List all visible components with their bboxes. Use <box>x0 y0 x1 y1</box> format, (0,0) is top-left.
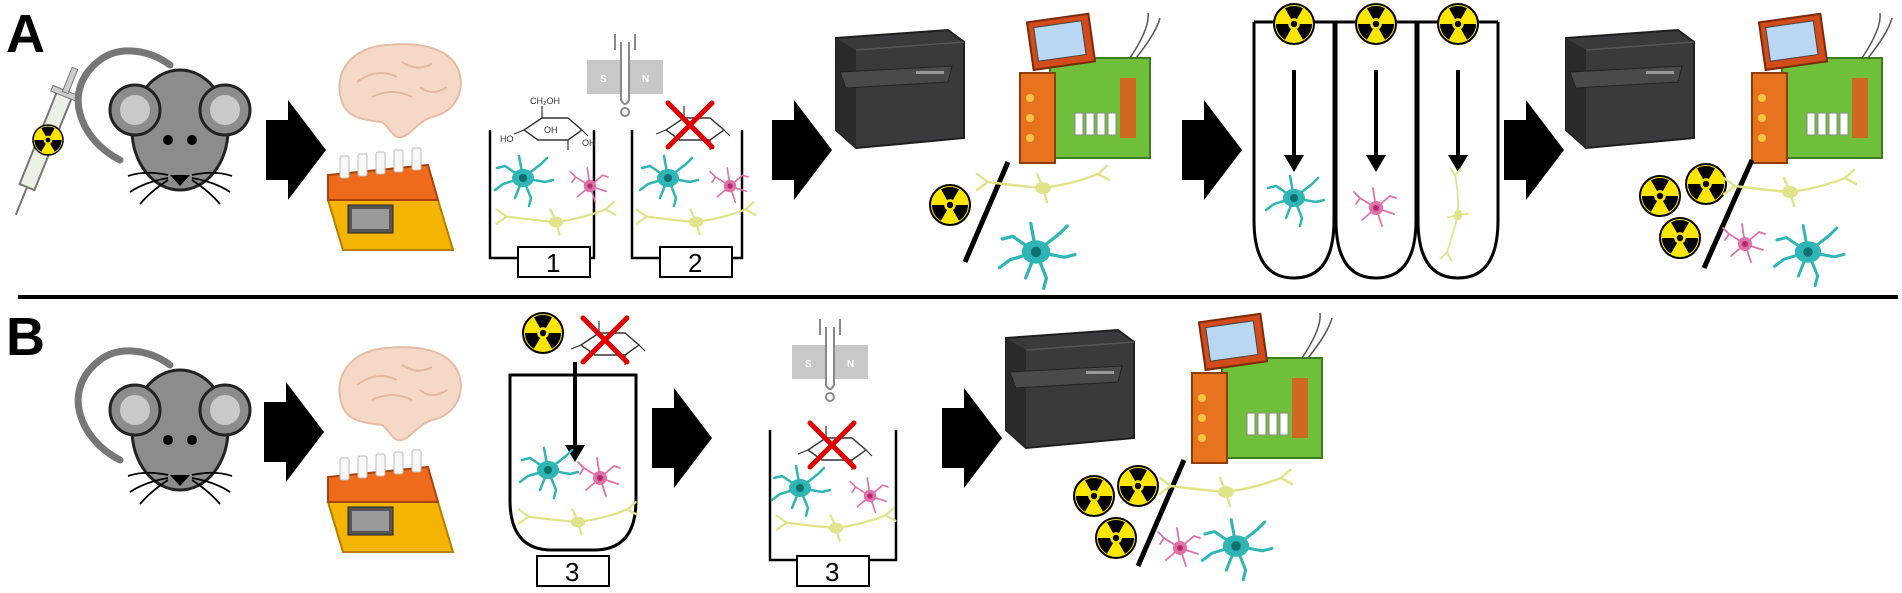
sample-box-3: 3 <box>768 423 898 587</box>
teal-cell-icon <box>518 446 580 500</box>
radiation-icon <box>1354 3 1398 45</box>
box-label-2: 2 <box>688 248 702 278</box>
panel-letter-a: A <box>6 4 45 64</box>
sorter-icon <box>1019 12 1161 164</box>
teal-cell-icon <box>1264 174 1326 228</box>
divider-slash <box>1135 459 1187 567</box>
sample-box-2: 2 <box>630 103 757 278</box>
sorter-icon <box>1191 312 1333 464</box>
glucose-label: OH <box>582 138 596 148</box>
incubator-icon <box>327 147 454 251</box>
box-label-3b: 3 <box>825 557 839 587</box>
magnet-north-label: N <box>847 359 854 370</box>
mouse-icon <box>78 351 250 504</box>
glucose-molecule: CH₂OH HO OH OH <box>500 96 596 151</box>
sequencer-icon <box>1005 329 1135 449</box>
sample-tube-3: 3 <box>508 312 646 587</box>
incubator-icon <box>327 449 454 553</box>
magnet-south-label: S <box>600 74 607 85</box>
arrow-icon <box>772 100 832 200</box>
yellow-cell-icon <box>975 164 1111 204</box>
arrow-icon <box>652 388 712 488</box>
radiation-icon <box>521 312 565 354</box>
magnet-south-label: S <box>805 359 812 370</box>
radiation-icon <box>1094 517 1138 559</box>
pink-cell-icon <box>849 477 889 514</box>
magnet-icon: S N <box>791 318 869 402</box>
radiation-icon <box>1272 3 1316 45</box>
sequencer-icon <box>835 29 965 149</box>
arrow-icon <box>264 382 324 482</box>
box-label-1: 1 <box>546 248 560 278</box>
magnet-icon: S N <box>586 33 664 117</box>
divider-slash <box>962 161 1011 263</box>
arrow-icon <box>1182 100 1242 200</box>
radiation-icon <box>1684 163 1728 205</box>
divider-slash <box>1701 158 1755 270</box>
glucose-label: OH <box>544 125 558 135</box>
teal-cell-icon <box>1772 224 1846 288</box>
magnet-north-label: N <box>642 74 649 85</box>
teal-cell-icon <box>770 464 832 518</box>
sequencer-icon <box>1565 29 1695 149</box>
glucose-label: HO <box>500 134 514 144</box>
arrow-icon <box>266 100 326 200</box>
glucose-label: CH₂OH <box>530 96 560 106</box>
mouse-icon <box>78 51 250 204</box>
panel-letter-b: B <box>6 307 45 367</box>
teal-cell-icon <box>638 154 700 208</box>
radiation-icon <box>928 184 972 226</box>
box-label-3: 3 <box>565 557 579 587</box>
yellow-cell-icon <box>517 501 639 536</box>
pink-cell-icon <box>1157 527 1201 567</box>
teal-cell-icon <box>493 154 555 208</box>
sample-box-1: 1 CH₂OH HO OH OH <box>488 96 617 278</box>
pink-cell-icon <box>569 167 609 204</box>
brain-icon <box>338 43 462 139</box>
yellow-cell-icon <box>1433 165 1477 264</box>
radiation-icon <box>1072 475 1116 517</box>
teal-cell-icon <box>997 221 1077 291</box>
arrow-icon <box>942 388 1002 488</box>
pink-cell-icon <box>1722 223 1766 263</box>
radiation-icon <box>1638 175 1682 217</box>
pink-cell-icon <box>577 457 621 497</box>
yellow-cell-icon <box>495 201 617 236</box>
yellow-cell-icon <box>635 201 757 236</box>
sorter-icon <box>1751 12 1893 164</box>
teal-cell-icon <box>1200 518 1274 582</box>
radiation-icon <box>1116 465 1160 507</box>
brain-icon <box>338 346 462 442</box>
pink-cell-icon <box>1353 187 1397 227</box>
radiation-icon <box>1436 3 1480 45</box>
arrow-icon <box>1504 100 1564 200</box>
radiation-icon <box>32 124 64 156</box>
radiation-icon <box>1658 217 1702 259</box>
yellow-cell-icon <box>775 507 897 542</box>
sorted-tubes <box>1252 3 1500 280</box>
